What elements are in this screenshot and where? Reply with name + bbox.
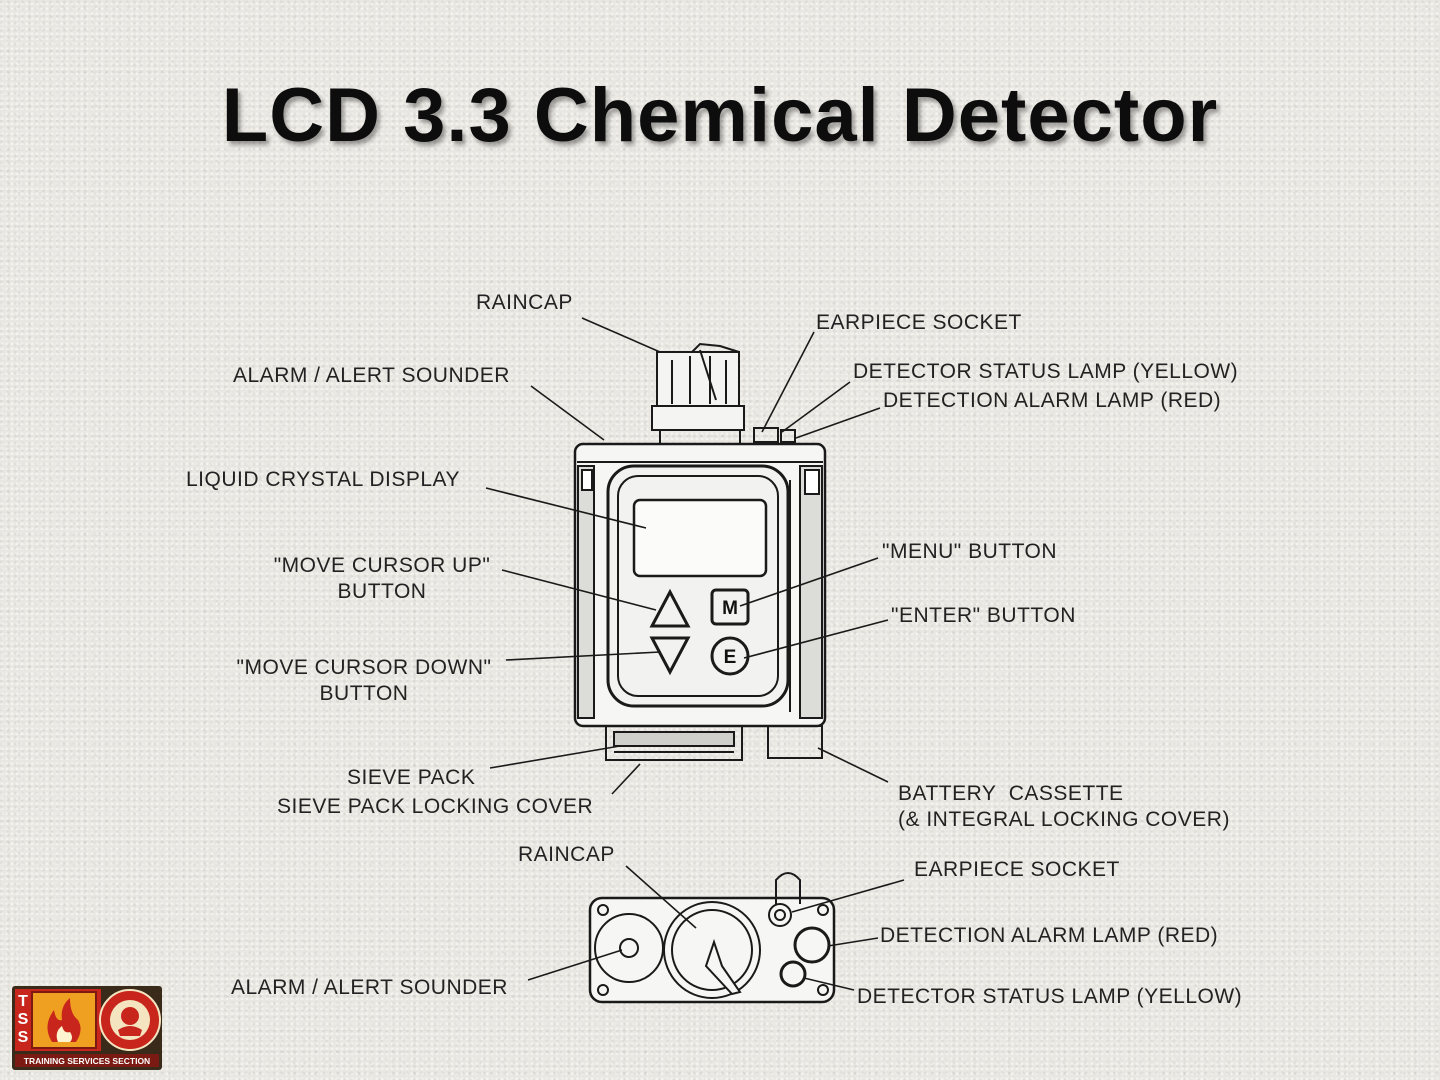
label-cursor-up: "MOVE CURSOR UP" BUTTON <box>264 553 500 605</box>
label-cursor-up-line1: "MOVE CURSOR UP" <box>273 554 491 577</box>
sieve-pack <box>605 725 743 761</box>
logo-letter-s2: S <box>18 1029 29 1046</box>
label-cursor-down: "MOVE CURSOR DOWN" BUTTON <box>224 655 504 707</box>
label-menu-button: "MENU" BUTTON <box>882 540 1058 563</box>
label-sieve-cover: SIEVE PACK LOCKING COVER <box>277 795 594 818</box>
earpiece-socket-top <box>768 903 792 927</box>
logo-caption: TRAINING SERVICES SECTION <box>24 1056 150 1066</box>
alarm-sounder-top <box>594 913 664 983</box>
leader-lines <box>485 317 905 991</box>
label-earpiece-socket-top: EARPIECE SOCKET <box>914 858 1120 881</box>
label-alarm-sounder: ALARM / ALERT SOUNDER <box>233 364 510 387</box>
label-battery-cassette: BATTERY CASSETTE (& INTEGRAL LOCKING COV… <box>898 781 1230 833</box>
label-alarm-lamp-top: DETECTION ALARM LAMP (RED) <box>880 924 1219 947</box>
label-sieve-pack: SIEVE PACK <box>347 766 476 789</box>
label-battery-line2: (& INTEGRAL LOCKING COVER) <box>898 808 1230 831</box>
label-raincap: RAINCAP <box>476 291 573 314</box>
label-enter-button: "ENTER" BUTTON <box>891 604 1076 627</box>
status-lamp-top <box>779 960 807 988</box>
top-view <box>588 872 836 1004</box>
label-status-lamp-top: DETECTOR STATUS LAMP (YELLOW) <box>857 985 1243 1008</box>
label-lcd: LIQUID CRYSTAL DISPLAY <box>186 468 460 491</box>
enter-key-letter: E <box>724 647 737 668</box>
label-earpiece-socket: EARPIECE SOCKET <box>816 311 1022 334</box>
battery-cassette <box>767 725 823 759</box>
label-status-lamp: DETECTOR STATUS LAMP (YELLOW) <box>853 360 1239 383</box>
label-alarm-lamp: DETECTION ALARM LAMP (RED) <box>883 389 1222 412</box>
alarm-lamp-top <box>793 926 831 964</box>
detector-body <box>573 442 827 728</box>
raincap-top <box>663 901 761 999</box>
page-title: LCD 3.3 Chemical Detector <box>221 73 1219 158</box>
label-raincap-top: RAINCAP <box>518 843 615 866</box>
tss-logo: T S S TRAINING SERVICES SECTION <box>12 986 162 1070</box>
top-sockets-front <box>753 427 796 443</box>
label-cursor-down-line2: BUTTON <box>319 682 409 705</box>
label-alarm-sounder-top: ALARM / ALERT SOUNDER <box>231 976 508 999</box>
logo-letter-t: T <box>18 993 28 1010</box>
raincap-front <box>651 342 745 445</box>
label-cursor-up-line2: BUTTON <box>337 580 427 603</box>
label-cursor-down-line1: "MOVE CURSOR DOWN" <box>236 656 492 679</box>
label-battery-line1: BATTERY CASSETTE <box>898 782 1124 805</box>
menu-key-letter: M <box>722 598 738 619</box>
logo-letter-s1: S <box>18 1011 29 1028</box>
